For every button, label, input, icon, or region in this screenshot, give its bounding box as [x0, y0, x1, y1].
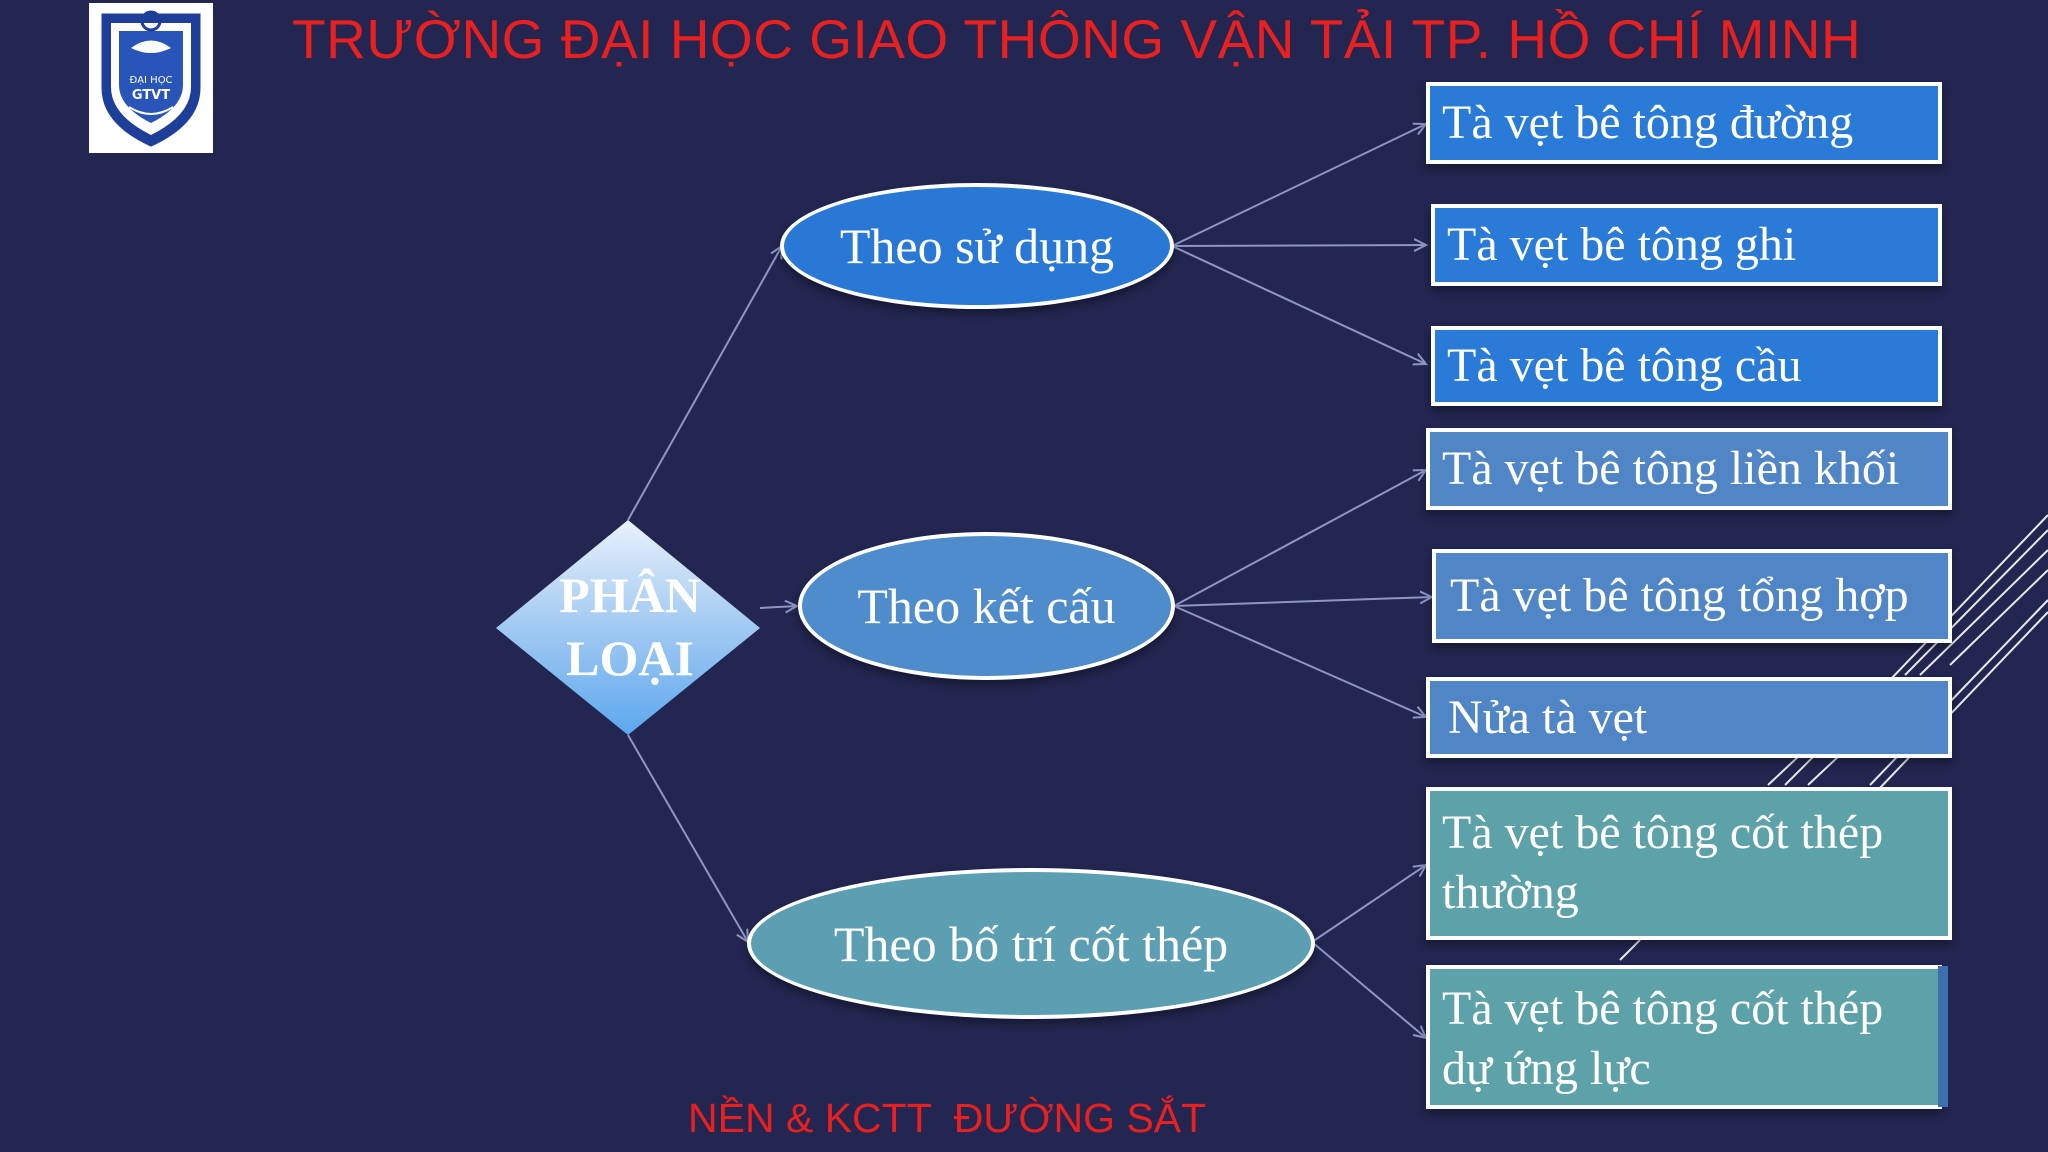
leaf-node-prestressed-sleeper: Tà vẹt bê tông cốt thép dự ứng lực — [1426, 965, 1942, 1109]
leaf-prestressed-line1: Tà vẹt bê tông cốt thép — [1442, 982, 1884, 1035]
leaf-accent-bar — [1938, 966, 1948, 1107]
leaf-node-normal-reinforced-sleeper: Tà vẹt bê tông cốt thép thường — [1426, 787, 1952, 940]
connector-b1-c3 — [1171, 245, 1426, 364]
connector-b3-c2 — [1311, 941, 1426, 1038]
connector-b2-c3 — [1173, 605, 1426, 717]
connector-b2-c1 — [1173, 470, 1426, 607]
root-node-label: PHÂN LOẠI — [515, 564, 745, 704]
connector-b1-c1 — [1171, 124, 1426, 247]
page-title: TRƯỜNG ĐẠI HỌC GIAO THÔNG VẬN TẢI TP. HỒ… — [292, 8, 1862, 70]
leaf-normal-line2: thường — [1442, 866, 1579, 919]
root-node-line2: LOẠI — [566, 630, 694, 686]
leaf-normal-line1: Tà vẹt bê tông cốt thép — [1442, 806, 1884, 859]
leaf-prestressed-line2: dự ứng lực — [1442, 1042, 1651, 1095]
root-node-line1: PHÂN — [559, 567, 701, 623]
leaf-node-composite-sleeper: Tà vẹt bê tông tổng hợp — [1432, 549, 1952, 643]
leaf-node-bridge-sleeper: Tà vẹt bê tông cầu — [1431, 326, 1942, 406]
connector-b2-c2 — [1173, 597, 1432, 607]
leaf-node-half-sleeper: Nửa tà vẹt — [1426, 677, 1952, 758]
university-logo: ĐẠI HỌC GTVT — [89, 3, 213, 153]
connector-root-branch3 — [627, 734, 748, 942]
connector-b1-c2 — [1171, 245, 1426, 246]
leaf-node-road-sleeper: Tà vẹt bê tông đường — [1426, 82, 1942, 164]
leaf-node-switch-sleeper: Tà vẹt bê tông ghi — [1431, 204, 1942, 286]
branch-node-usage: Theo sử dụng — [780, 183, 1174, 309]
connector-root-branch2 — [759, 606, 797, 608]
leaf-node-monoblock-sleeper: Tà vẹt bê tông liền khối — [1426, 428, 1952, 510]
footer-subject: NỀN & KCTT ĐƯỜNG SẮT — [688, 1095, 1207, 1141]
connector-b3-c1 — [1311, 865, 1426, 943]
logo-text-line1: ĐẠI HỌC — [129, 75, 172, 86]
connector-root-branch1 — [627, 246, 782, 521]
logo-text-line2: GTVT — [132, 88, 170, 103]
branch-node-structure: Theo kết cấu — [798, 532, 1175, 680]
root-diamond — [496, 520, 760, 735]
branch-node-reinforcement: Theo bố trí cốt thép — [747, 868, 1315, 1019]
